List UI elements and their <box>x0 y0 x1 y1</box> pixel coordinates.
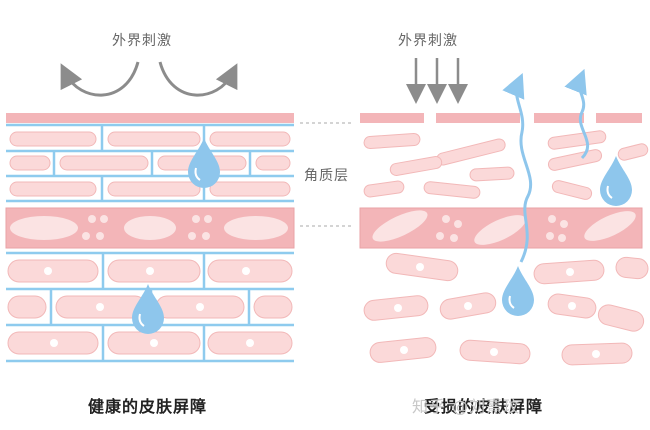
damaged-barrier-panel <box>359 58 649 366</box>
healthy-brick-wall-upper <box>6 123 294 203</box>
layer-indicator-lines <box>300 122 354 227</box>
band-cell <box>224 216 288 240</box>
water-drop-icon <box>502 266 534 316</box>
damaged-top-strip <box>360 113 642 123</box>
water-loss-path <box>564 68 590 160</box>
corneocyte <box>551 180 593 200</box>
caption-healthy: 健康的皮肤屏障 <box>88 397 208 416</box>
corneocyte <box>423 181 481 199</box>
corneocyte <box>209 181 291 197</box>
band-cell <box>124 216 176 240</box>
band-cell <box>474 215 526 245</box>
corneocyte <box>9 181 97 197</box>
stimulus-label-right: 外界刺激 <box>398 33 458 49</box>
band-cell <box>10 216 78 240</box>
healthy-top-strip <box>6 113 294 123</box>
corneocyte <box>253 295 293 319</box>
corneocyte <box>363 132 421 150</box>
water-loss-path <box>502 72 533 263</box>
corneocyte <box>615 256 649 280</box>
band-cell <box>372 210 428 242</box>
corneocyte <box>209 131 291 147</box>
corneocyte <box>469 166 515 182</box>
corneocyte <box>617 143 649 161</box>
corneocyte <box>9 155 51 171</box>
corneocyte <box>363 180 405 198</box>
corneocyte <box>389 156 443 176</box>
penetrating-stimulus-arrows <box>406 58 468 104</box>
corneocyte <box>107 181 201 197</box>
corneocyte <box>436 138 506 166</box>
stimulus-label-left: 外界刺激 <box>112 33 172 49</box>
corneocyte <box>59 155 149 171</box>
healthy-brick-wall-lower <box>6 251 294 363</box>
corneocyte <box>255 155 291 171</box>
healthy-barrier-panel <box>5 61 295 363</box>
corneocyte <box>547 149 603 171</box>
layer-label: 角质层 <box>304 168 349 184</box>
watermark: 知乎 @刘熹玟 <box>412 397 521 416</box>
deflect-arrow-right-icon <box>158 61 238 97</box>
corneocyte <box>597 304 645 332</box>
corneocyte <box>9 131 97 147</box>
water-drop-icon <box>600 156 632 206</box>
corneocyte <box>107 131 201 147</box>
corneocyte <box>7 295 47 319</box>
caption-damaged: 受损的皮肤屏障 <box>424 397 544 416</box>
corneocyte <box>547 130 607 150</box>
damaged-dense-band <box>359 207 643 249</box>
damaged-scattered-cells-upper <box>363 130 649 200</box>
band-cell <box>584 211 636 241</box>
healthy-dense-band <box>5 207 295 249</box>
deflect-arrow-left-icon <box>60 61 140 97</box>
corneocyte <box>7 259 99 283</box>
water-drop-icon <box>132 284 164 334</box>
